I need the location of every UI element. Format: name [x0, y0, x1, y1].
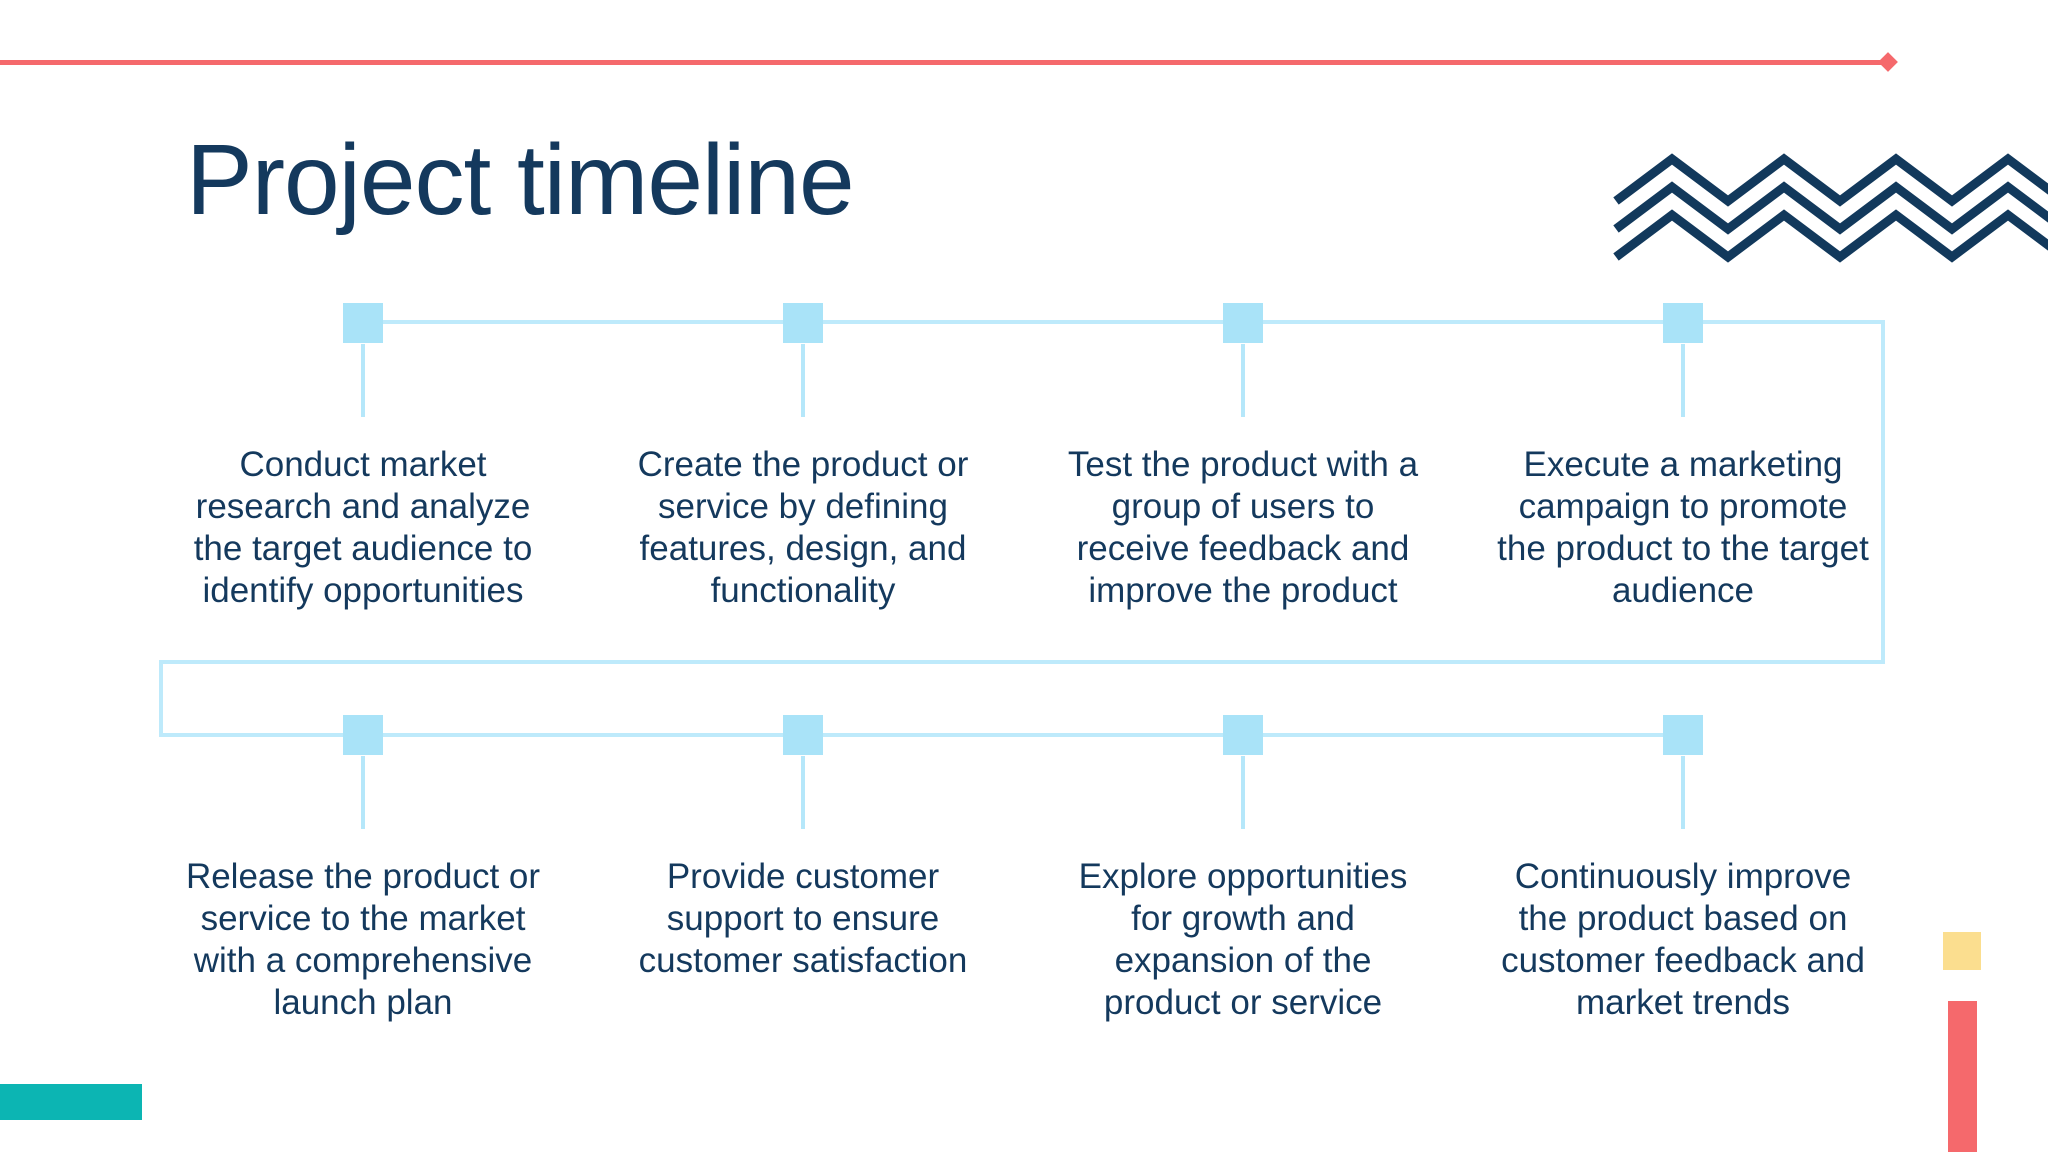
timeline-step-text: Execute a marketing campaign to promote … — [1497, 445, 1869, 610]
timeline-marker — [783, 715, 823, 755]
teal-accent-bar — [0, 1084, 142, 1120]
timeline-marker — [343, 715, 383, 755]
timeline-step-text: Test the product with a group of users t… — [1067, 445, 1419, 610]
coral-accent-bar — [1948, 1001, 1977, 1152]
timeline-step-text: Conduct market research and analyze the … — [193, 445, 533, 610]
timeline-marker-stem — [361, 756, 365, 829]
timeline-connector-left-vertical — [159, 660, 163, 737]
timeline-step-text: Provide customer support to ensure custo… — [638, 857, 968, 980]
top-accent-line — [0, 60, 1884, 65]
timeline-connector-row2 — [159, 733, 1683, 737]
timeline-marker-stem — [1681, 756, 1685, 829]
timeline-step-text: Release the product or service to the ma… — [185, 857, 541, 1022]
timeline-step-text: Continuously improve the product based o… — [1501, 857, 1865, 1022]
timeline-marker-stem — [801, 344, 805, 417]
page-title: Project timeline — [186, 124, 855, 236]
timeline-step-text: Create the product or service by definin… — [637, 445, 969, 610]
timeline-marker — [1663, 715, 1703, 755]
timeline-marker — [1223, 303, 1263, 343]
timeline-marker-stem — [801, 756, 805, 829]
timeline-marker-stem — [1241, 344, 1245, 417]
timeline-marker-stem — [1681, 344, 1685, 417]
timeline-marker-stem — [1241, 756, 1245, 829]
timeline-marker — [343, 303, 383, 343]
timeline-connector-row1 — [363, 320, 1885, 324]
timeline-marker-stem — [361, 344, 365, 417]
top-accent-diamond-icon — [1878, 52, 1898, 72]
timeline-marker — [783, 303, 823, 343]
timeline-marker — [1223, 715, 1263, 755]
timeline-connector-middle — [159, 660, 1885, 664]
timeline-marker — [1663, 303, 1703, 343]
timeline-connector-right-vertical — [1881, 320, 1885, 664]
yellow-accent-square — [1943, 932, 1981, 970]
zigzag-decoration-icon — [1613, 153, 2048, 263]
timeline-step-text: Explore opportunities for growth and exp… — [1078, 857, 1408, 1022]
